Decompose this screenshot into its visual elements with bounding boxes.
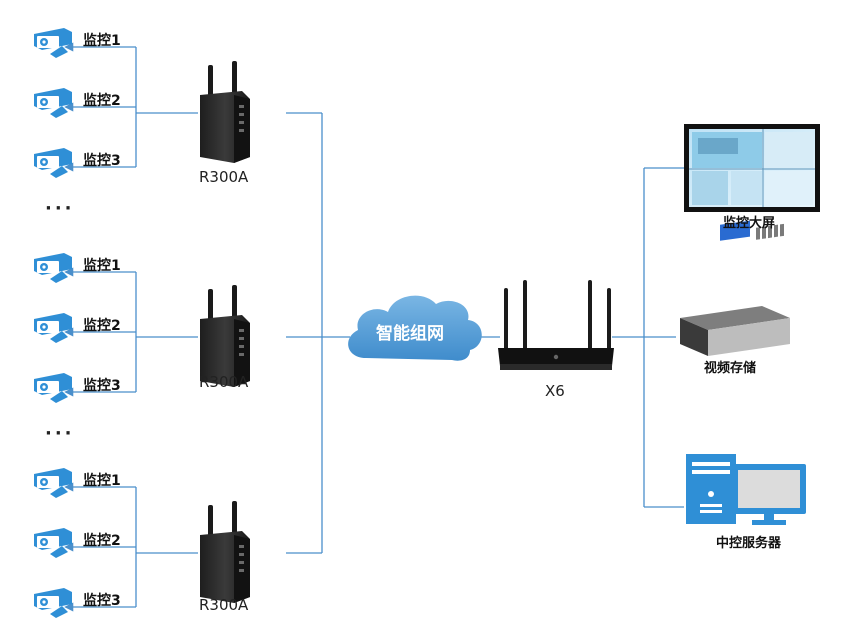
camera-icon	[34, 313, 72, 343]
cloud-icon	[348, 295, 482, 361]
router-r300a-icon	[200, 501, 250, 603]
camera-group-2-links	[64, 267, 198, 397]
camera-label: 监控3	[83, 593, 121, 609]
ellipsis-2: ···	[45, 423, 75, 444]
cloud-label: 智能组网	[376, 324, 444, 344]
camera-group-3-links	[64, 482, 198, 612]
camera-label: 监控3	[83, 378, 121, 394]
gateway-x6-icon	[498, 280, 614, 370]
ellipsis-1: ···	[45, 198, 75, 219]
camera-label: 监控1	[83, 33, 121, 49]
camera-icon	[34, 253, 72, 283]
camera-icon	[34, 528, 72, 558]
camera-label: 监控1	[83, 258, 121, 274]
camera-label: 监控2	[83, 318, 121, 334]
camera-label: 监控2	[83, 533, 121, 549]
camera-icon	[34, 468, 72, 498]
central-server-label: 中控服务器	[716, 536, 782, 551]
camera-icon	[34, 373, 72, 403]
camera-label: 监控2	[83, 93, 121, 109]
camera-icons	[34, 28, 72, 618]
router-r300a-icon	[200, 61, 250, 163]
camera-icon	[34, 148, 72, 178]
camera-label: 监控1	[83, 473, 121, 489]
monitor-wall-label: 监控大屏	[723, 216, 776, 231]
router-trunk-links	[286, 112, 500, 554]
router-label-1: R300A	[199, 168, 249, 186]
camera-icon	[34, 28, 72, 58]
video-storage-icon	[680, 220, 790, 356]
camera-label: 监控3	[83, 153, 121, 169]
camera-icon	[34, 88, 72, 118]
gateway-label: X6	[545, 382, 565, 400]
video-storage-label: 视频存储	[704, 361, 757, 376]
router-label-2: R300A	[199, 373, 249, 391]
central-server-icon	[686, 454, 806, 525]
monitor-wall-icon	[684, 124, 820, 212]
router-icons	[200, 61, 250, 603]
camera-icon	[34, 588, 72, 618]
camera-group-1-links	[64, 42, 198, 172]
router-label-3: R300A	[199, 596, 249, 614]
gateway-endpoint-links	[612, 167, 684, 508]
router-r300a-icon	[200, 285, 250, 387]
